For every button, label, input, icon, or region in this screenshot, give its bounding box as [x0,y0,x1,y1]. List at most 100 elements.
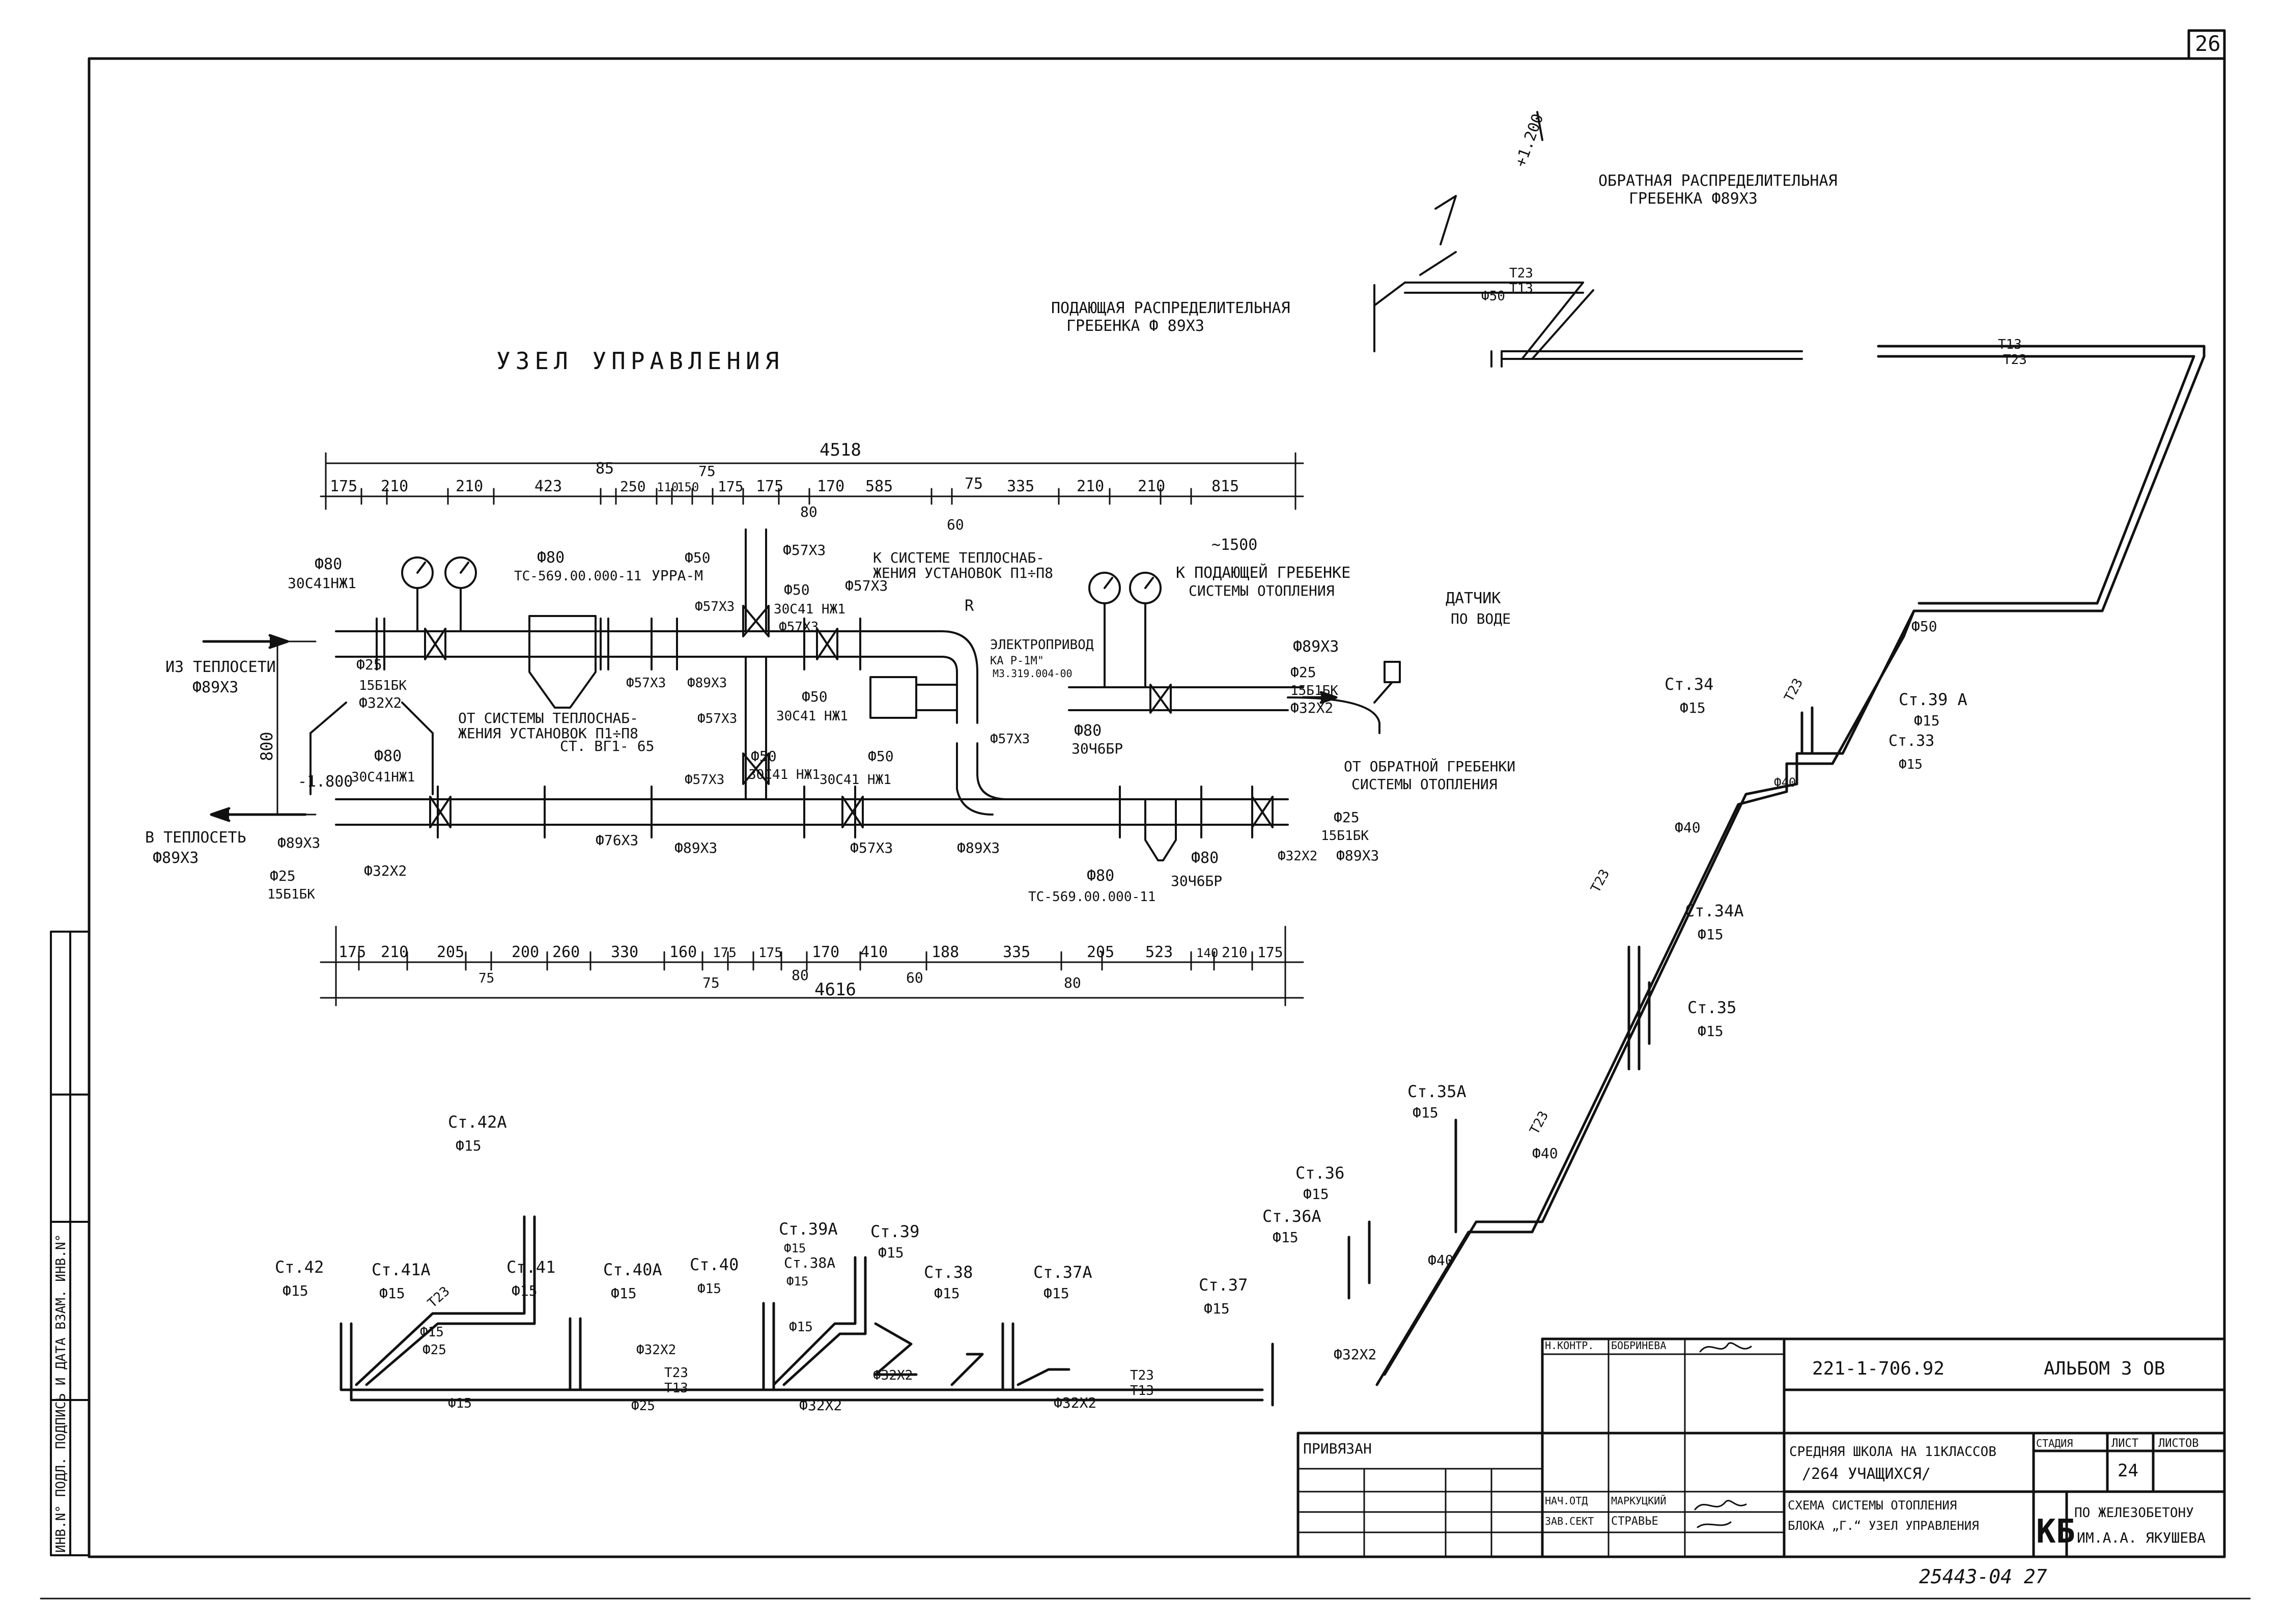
label: ~1500 [1211,536,1257,554]
tb-nkontr: Н.КОНТР. [1545,1339,1594,1352]
dim: 410 [860,943,888,961]
label: Ф57Х3 [697,711,737,726]
dim: 210 [381,943,408,961]
riser-label: Ст.39А [779,1219,838,1239]
label: 30С41 НЖ1 [774,602,845,617]
label: ДАТЧИК [1446,590,1501,607]
label: Ф50 [685,549,711,566]
riser-label: Ст.36А [1262,1207,1321,1226]
label: Ф57Х3 [695,599,735,614]
dim: 523 [1145,943,1173,961]
label: К СИСТЕМЕ ТЕПЛОСНАБ- [873,549,1045,566]
label: 30С41 НЖ1 [776,709,848,724]
label: Ф57Х3 [845,577,888,594]
label: Т13 [1509,281,1533,296]
label: 30Ч6БР [1071,740,1123,757]
label: Ф80 [374,747,402,765]
dim: 110 [657,480,679,494]
tb-drawing-2: БЛОКА „Г.“ УЗЕЛ УПРАВЛЕНИЯ [1788,1519,1979,1533]
label: ЖЕНИЯ УСТАНОВОК П1÷П8 [458,725,638,742]
signature-marks [1694,1342,1752,1528]
label: Ф80 [1074,722,1102,740]
label: Ф57Х3 [626,676,666,691]
sheet-number: 26 [2195,31,2221,56]
dim: 150 [677,480,699,494]
tb-lists-hdr: ЛИСТОВ [2158,1437,2198,1450]
label: Ф89Х3 [192,679,238,696]
tb-stage-hdr: СТАДИЯ [2036,1437,2073,1449]
dim: 60 [906,969,923,986]
riser-label: Т13 [664,1381,688,1396]
dim: 210 [456,478,483,495]
dim: 423 [534,478,562,495]
label: Ф57Х3 [783,542,826,558]
dim: 175 [718,478,744,495]
label: ПО ВОДЕ [1451,610,1511,627]
riser-label: Т23 [1130,1368,1154,1383]
label: R [965,597,974,615]
tb-org-2: ИМ.А.А. ЯКУШЕВА [2077,1529,2206,1546]
riser-label: Ф15 [379,1285,405,1302]
label: ИЗ ТЕПЛОСЕТИ [165,658,276,676]
dim: 170 [817,478,844,495]
dim: 80 [800,503,817,520]
label: В ТЕПЛОСЕТЬ [145,829,246,847]
label: 30Ч6БР [1171,873,1222,889]
label: Ф25 [356,656,382,673]
label: Ф57Х3 [990,732,1030,747]
top-total-dim: 4518 [820,440,861,460]
label: Ф25 [270,867,296,884]
label: ОБРАТНАЯ РАСПРЕДЕЛИТЕЛЬНАЯ [1598,172,1838,190]
label: Ф32Х2 [1278,849,1317,864]
riser-label: Ф15 [283,1282,308,1299]
riser-label: Ф32Х2 [636,1342,676,1358]
riser-label: Ф15 [697,1281,721,1297]
riser-label: Ф15 [786,1274,808,1289]
tb-org-logo: КБ [2036,1513,2075,1551]
label: Ф89Х3 [674,839,717,856]
label: Ф89Х3 [1336,847,1379,864]
label: 30С41НЖ1 [288,575,356,592]
riser-label: Т23 [664,1365,688,1381]
dim: 175 [758,945,782,961]
tb-nkontr-name: БОБРИНЕВА [1611,1339,1666,1352]
tb-album: АЛЬБОМ 3 ОВ [2044,1358,2165,1379]
distribution-comb [1373,111,1803,368]
riser-label: Т23 [2003,352,2027,368]
label: Ф50 [784,581,810,598]
label: Ф89Х3 [687,676,727,691]
dim: 330 [611,943,638,961]
riser-label: Т23 [1588,867,1613,895]
label: Ф32Х2 [364,862,407,879]
label: 30С41 НЖ1 [748,767,820,782]
riser-label: Ф15 [1413,1104,1439,1121]
label: Ф50 [802,688,828,705]
riser-label: Ф32Х2 [1054,1394,1096,1411]
riser-label: Т23 [425,1283,453,1311]
dim: 335 [1003,943,1030,961]
dim: 210 [381,478,408,495]
riser-label: Т13 [1130,1383,1154,1398]
temperature-sensor-icon [1373,661,1401,704]
riser-label: Т23 [1782,676,1807,705]
label: Ф57Х3 [850,839,893,856]
label: ОТ ОБРАТНОЙ ГРЕБЕНКИ [1344,758,1515,775]
page-title: УЗЕЛ УПРАВЛЕНИЯ [496,347,784,375]
riser-label: Ф40 [1675,819,1701,836]
label: Ф50 [868,748,894,765]
vertical-dimension [269,640,317,816]
label: Ф80 [1087,867,1114,885]
dim: 60 [947,516,964,533]
riser-label: Ф40 [1532,1145,1558,1162]
label: Т23 [1509,266,1533,281]
label: ГРЕБЕНКА Ф89Х3 [1629,190,1758,208]
dim: 205 [1087,943,1114,961]
dim: 160 [669,943,697,961]
tb-privyazan: ПРИВЯЗАН [1303,1440,1372,1457]
riser-label: Ф15 [1044,1285,1069,1302]
tb-zav-sekt: ЗАВ.СЕКТ [1545,1515,1594,1527]
label: УРРА-М [652,567,703,584]
tb-code: 221-1-706.92 [1812,1358,1944,1379]
dim: 260 [552,943,580,961]
